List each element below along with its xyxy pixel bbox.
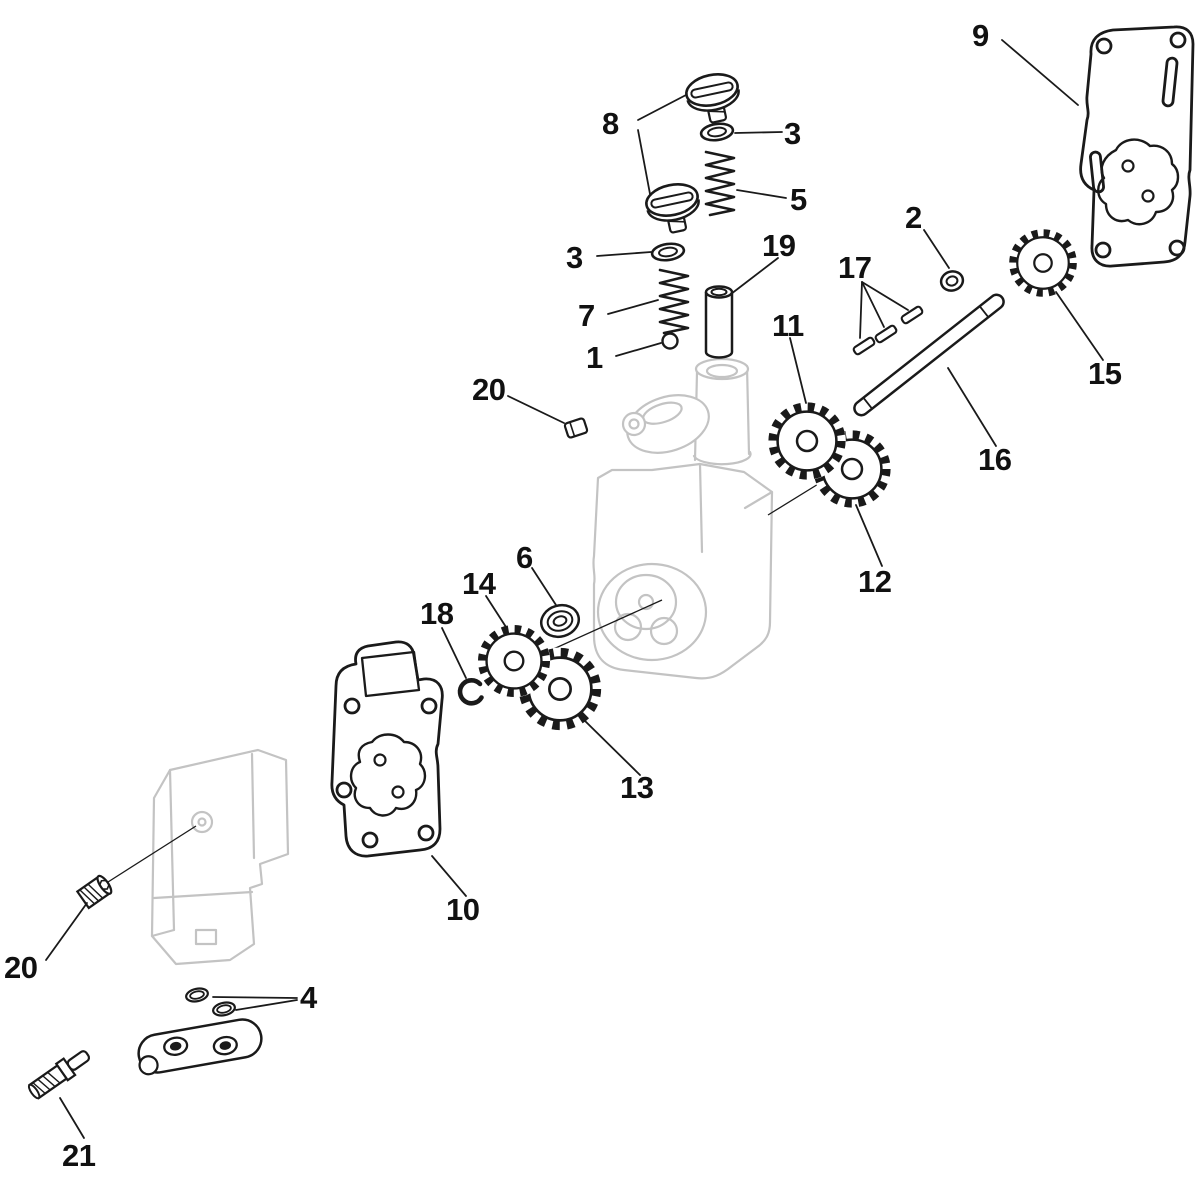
sleeve-19 xyxy=(704,285,734,359)
callout-18: 18 xyxy=(420,596,454,631)
callout-20-upper: 20 xyxy=(472,372,506,407)
plug-20-upper xyxy=(563,417,589,439)
callout-20-lower: 20 xyxy=(4,950,38,985)
gear-14 xyxy=(478,625,551,698)
callout-10: 10 xyxy=(446,892,480,927)
spring-5 xyxy=(704,150,736,217)
callout-15: 15 xyxy=(1088,356,1122,391)
mount-plate xyxy=(137,1018,263,1076)
callout-12: 12 xyxy=(858,564,892,599)
seal-6 xyxy=(539,603,581,639)
spring-7 xyxy=(658,268,690,335)
pump-body-cover xyxy=(150,748,290,966)
gear-15 xyxy=(1009,229,1077,297)
callout-19: 19 xyxy=(762,228,796,263)
callout-4: 4 xyxy=(300,980,317,1015)
fitting-21 xyxy=(27,1050,91,1100)
leader-lines xyxy=(45,39,1104,1139)
ball-1 xyxy=(661,332,679,350)
gasket-10 xyxy=(330,640,444,858)
callout-5: 5 xyxy=(790,182,807,217)
washer-3b xyxy=(649,240,687,264)
key-17a xyxy=(851,335,877,357)
screw-8b xyxy=(642,178,706,239)
cover-gasket-9 xyxy=(1079,25,1195,268)
callout-21: 21 xyxy=(62,1138,96,1173)
callout-9: 9 xyxy=(972,18,989,53)
callout-3-lower: 3 xyxy=(566,240,583,275)
callout-11: 11 xyxy=(772,308,804,343)
oring-4b xyxy=(210,999,238,1019)
callout-6: 6 xyxy=(516,540,533,575)
callout-3-upper: 3 xyxy=(784,116,801,151)
gear-11 xyxy=(768,402,846,480)
oring-2 xyxy=(939,270,965,292)
retaining-ring-18 xyxy=(457,678,484,706)
pump-body xyxy=(592,357,774,680)
callout-17: 17 xyxy=(838,250,872,285)
oring-4a xyxy=(183,985,211,1005)
washer-3a xyxy=(698,120,736,144)
plug-20-lower xyxy=(75,874,113,910)
key-17b xyxy=(873,323,899,345)
callout-16: 16 xyxy=(978,442,1012,477)
callout-14: 14 xyxy=(462,566,496,601)
callout-13: 13 xyxy=(620,770,654,805)
shaft-16 xyxy=(853,293,1005,417)
screw-8a xyxy=(682,68,746,129)
callout-2: 2 xyxy=(905,200,922,235)
callout-1: 1 xyxy=(586,340,603,375)
callout-7: 7 xyxy=(578,298,595,333)
callout-8: 8 xyxy=(602,106,619,141)
